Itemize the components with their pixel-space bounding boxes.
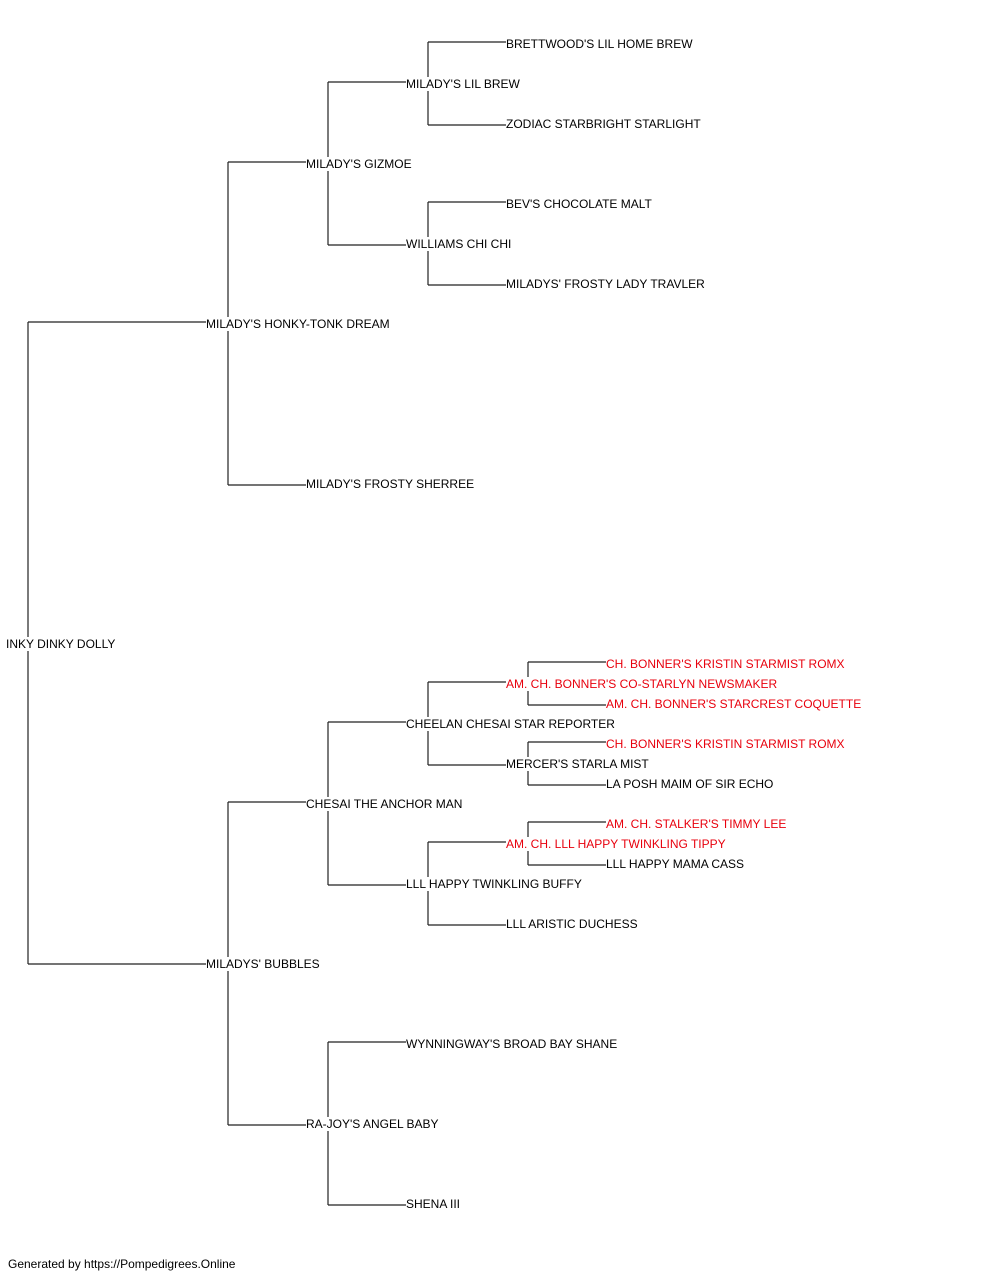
- pedigree-dam-dam: RA-JOY'S ANGEL BABY: [306, 1117, 441, 1131]
- pedigree-sire-dam: MILADY'S FROSTY SHERREE: [306, 477, 477, 491]
- pedigree-dam-sire-sire: CHEELAN CHESAI STAR REPORTER: [406, 717, 617, 731]
- pedigree-dam-sire-sire-dam-sire: CH. BONNER'S KRISTIN STARMIST ROMX: [606, 737, 847, 751]
- pedigree-dam: MILADYS' BUBBLES: [206, 957, 322, 971]
- pedigree-dam-sire: CHESAI THE ANCHOR MAN: [306, 797, 465, 811]
- pedigree-sire-sire-sire: MILADY'S LIL BREW: [406, 77, 522, 91]
- pedigree-sire-sire-dam: WILLIAMS CHI CHI: [406, 237, 514, 251]
- pedigree-dam-sire-dam-sire: AM. CH. LLL HAPPY TWINKLING TIPPY: [506, 837, 728, 851]
- pedigree-dam-dam-dam: SHENA III: [406, 1197, 463, 1211]
- pedigree-sire: MILADY'S HONKY-TONK DREAM: [206, 317, 392, 331]
- pedigree-dam-sire-sire-dam: MERCER'S STARLA MIST: [506, 757, 651, 771]
- pedigree-dam-dam-sire: WYNNINGWAY'S BROAD BAY SHANE: [406, 1037, 620, 1051]
- pedigree-sire-sire-dam-dam: MILADYS' FROSTY LADY TRAVLER: [506, 277, 707, 291]
- pedigree-dam-sire-sire-sire: AM. CH. BONNER'S CO-STARLYN NEWSMAKER: [506, 677, 780, 691]
- pedigree-sire-sire-dam-sire: BEV'S CHOCOLATE MALT: [506, 197, 654, 211]
- pedigree-dam-sire-dam: LLL HAPPY TWINKLING BUFFY: [406, 877, 584, 891]
- pedigree-sire-sire-sire-sire: BRETTWOOD'S LIL HOME BREW: [506, 37, 695, 51]
- pedigree-sire-sire-sire-dam: ZODIAC STARBRIGHT STARLIGHT: [506, 117, 703, 131]
- pedigree-dam-sire-sire-sire-dam: AM. CH. BONNER'S STARCREST COQUETTE: [606, 697, 864, 711]
- pedigree-subject: INKY DINKY DOLLY: [6, 637, 118, 651]
- pedigree-dam-sire-sire-dam-dam: LA POSH MAIM OF SIR ECHO: [606, 777, 776, 791]
- pedigree-dam-sire-sire-sire-sire: CH. BONNER'S KRISTIN STARMIST ROMX: [606, 657, 847, 671]
- pedigree-sire-sire: MILADY'S GIZMOE: [306, 157, 414, 171]
- pedigree-dam-sire-dam-sire-dam: LLL HAPPY MAMA CASS: [606, 857, 747, 871]
- generated-by-footer: Generated by https://Pompedigrees.Online: [8, 1257, 236, 1271]
- pedigree-dam-sire-dam-sire-sire: AM. CH. STALKER'S TIMMY LEE: [606, 817, 789, 831]
- pedigree-dam-sire-dam-dam: LLL ARISTIC DUCHESS: [506, 917, 640, 931]
